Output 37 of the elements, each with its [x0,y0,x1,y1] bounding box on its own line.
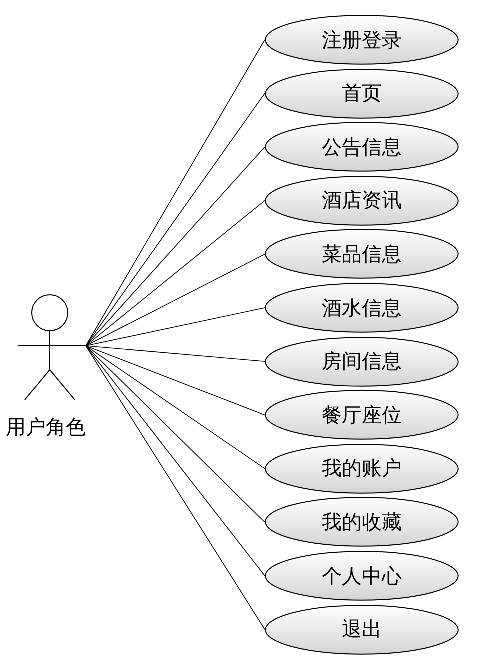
use-case-ellipse [265,444,459,494]
use-case-ellipse [265,229,459,280]
use-case-ellipse [265,551,459,601]
use-case-ellipse [265,604,459,655]
use-case-ellipse [265,390,459,440]
use-case-ellipse [265,336,459,387]
use-case-label: 首页 [342,82,382,108]
association-line [86,346,266,470]
use-case-label: 酒水信息 [322,296,402,322]
use-case-ellipse [265,176,459,226]
use-case-label: 菜品信息 [322,242,402,268]
use-case-label: 公告信息 [322,136,402,161]
association-line [86,346,266,630]
use-case-label: 退出 [342,618,382,644]
use-case-label: 餐厅座位 [322,404,402,429]
use-case-ellipse [265,283,459,333]
association-line [86,346,266,523]
use-case-ellipse [265,15,459,65]
association-line [86,93,266,346]
use-case-label: 酒店资讯 [322,189,402,214]
use-case-label: 注册登录 [322,28,402,54]
association-line [86,254,266,346]
association-line [86,40,266,346]
use-case-label: 个人中心 [322,564,402,590]
use-case-label: 房间信息 [322,350,402,376]
use-case-label: 我的收藏 [322,510,402,536]
association-line [86,308,266,346]
association-line [86,346,266,416]
use-case-ellipse [265,122,459,172]
use-case-ellipse [265,497,459,548]
association-line [86,346,266,576]
actor-label: 用户角色 [6,416,86,441]
association-line [86,200,266,346]
association-line [86,146,266,346]
association-line [86,346,266,362]
use-case-ellipse [265,68,459,119]
use-case-label: 我的账户 [322,457,402,482]
